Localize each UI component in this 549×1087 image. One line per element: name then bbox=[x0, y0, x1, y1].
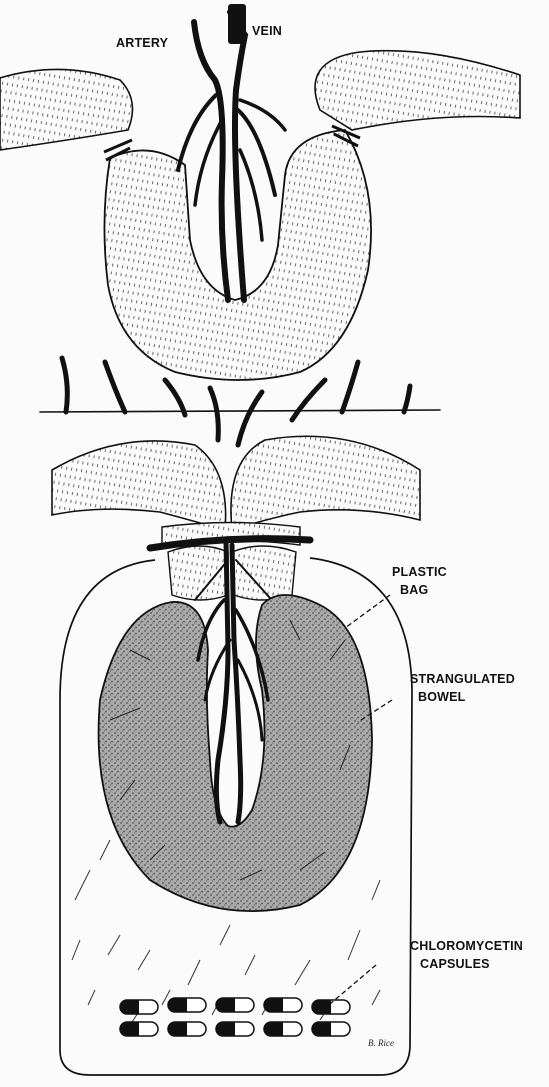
left-bowel-stump bbox=[0, 69, 133, 150]
capsule bbox=[264, 1022, 302, 1036]
capsule bbox=[264, 998, 302, 1012]
label-plastic: PLASTIC bbox=[392, 565, 447, 579]
capsule bbox=[312, 1000, 350, 1014]
capsules-leader bbox=[330, 965, 376, 1004]
label-bag: BAG bbox=[400, 583, 428, 597]
label-strangulated: STRANGULATED bbox=[410, 672, 515, 686]
vein-stump bbox=[228, 4, 246, 44]
label-capsules: CAPSULES bbox=[420, 957, 490, 971]
right-bowel-stump bbox=[315, 51, 520, 130]
label-artery: ARTERY bbox=[116, 36, 169, 50]
capsule bbox=[168, 998, 206, 1012]
plastic-bag-leader bbox=[345, 595, 390, 628]
label-vein: VEIN bbox=[252, 24, 282, 38]
label-chloromycetin: CHLOROMYCETIN bbox=[410, 939, 523, 953]
capsule bbox=[312, 1022, 350, 1036]
capsule bbox=[120, 1022, 158, 1036]
chloromycetin-capsules bbox=[120, 998, 350, 1036]
capsule bbox=[216, 998, 254, 1012]
artist-signature: B. Rice bbox=[368, 1038, 394, 1048]
label-bowel: BOWEL bbox=[418, 690, 466, 704]
capsule bbox=[120, 1000, 158, 1014]
capsule bbox=[168, 1022, 206, 1036]
capsule bbox=[216, 1022, 254, 1036]
